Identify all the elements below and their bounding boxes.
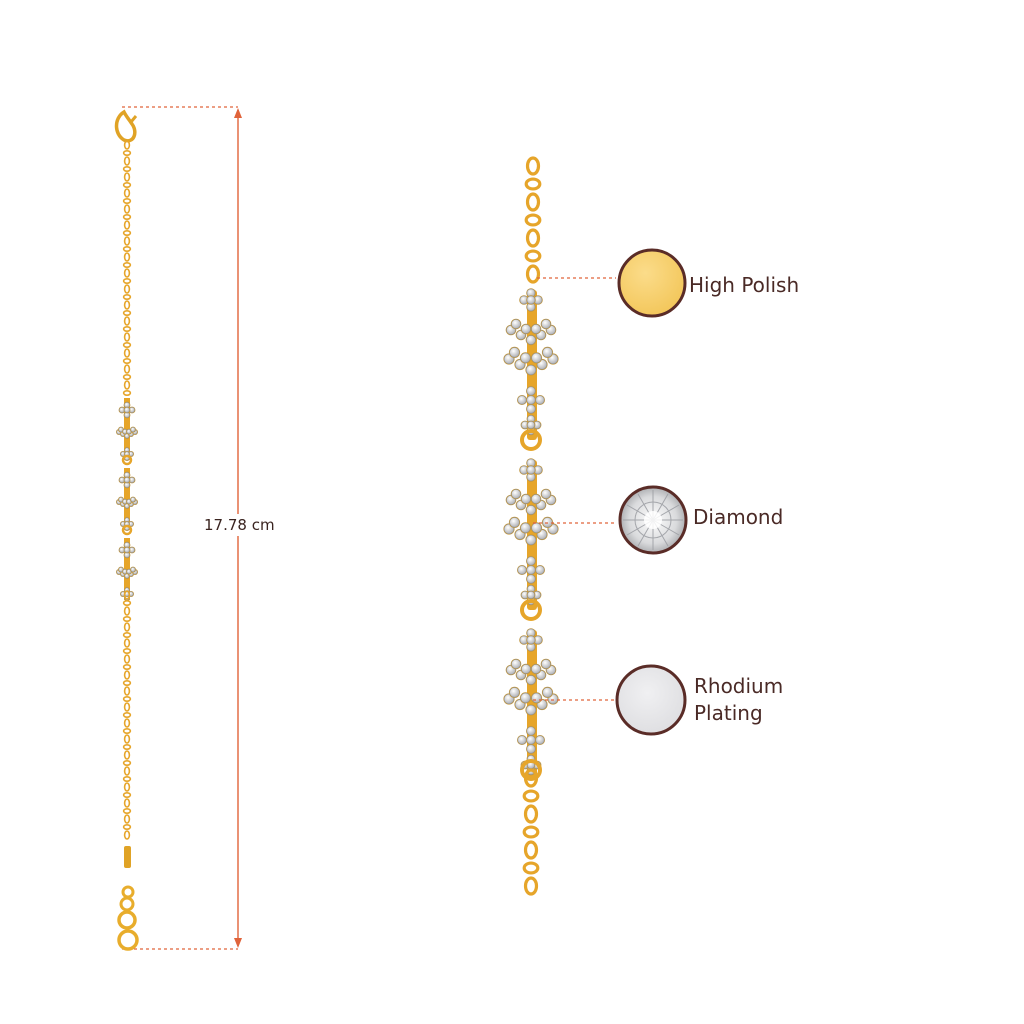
- lobster-clasp: [114, 109, 137, 143]
- closeup-chain-upper: [524, 156, 542, 284]
- rhodium-swatch: [615, 664, 687, 736]
- bracelet-full-view: [114, 109, 139, 951]
- chain-lower: [122, 590, 132, 840]
- length-measurement-label: 17.78 cm: [202, 514, 277, 536]
- dimension-arrow-bottom: [234, 938, 242, 948]
- chain-upper: [122, 140, 132, 396]
- diamond-motif-cluster: [116, 398, 138, 601]
- feature-label-high-polish: High Polish: [689, 273, 800, 297]
- callout-leaders: [533, 277, 616, 701]
- high-polish-swatch: [617, 248, 687, 318]
- closeup-chain-lower: [522, 768, 540, 896]
- closeup-diamond-motifs: [503, 288, 559, 781]
- feature-label-diamond: Diamond: [693, 505, 784, 529]
- extender-rings: [117, 885, 139, 951]
- brand-tag: [124, 846, 131, 868]
- bracelet-closeup: [503, 156, 559, 896]
- dimension-arrow-top: [234, 108, 242, 118]
- feature-label-rhodium-plating: Rhodium Plating: [694, 674, 784, 725]
- diamond-swatch: [618, 485, 688, 555]
